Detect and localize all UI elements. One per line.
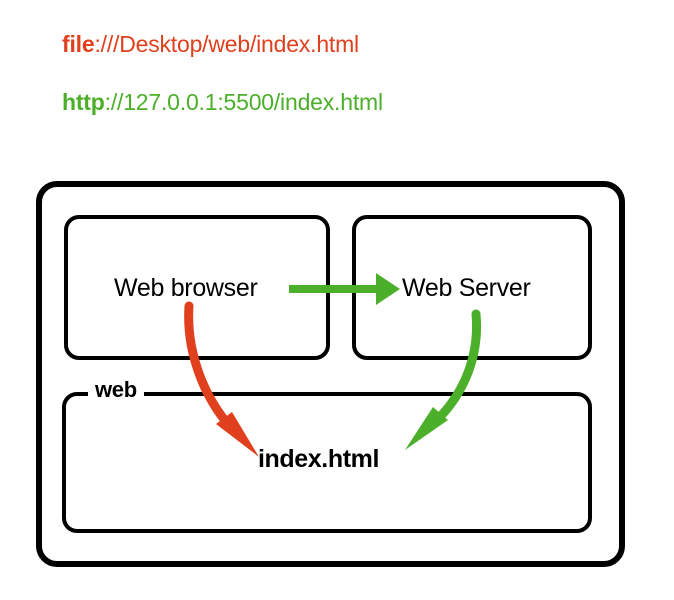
arrow-server-to-index [405, 309, 482, 450]
arrow-browser-to-server [289, 273, 400, 305]
file-url-path: :///Desktop/web/index.html [94, 31, 359, 57]
web-browser-label: Web browser [114, 274, 258, 302]
file-url-text: file:///Desktop/web/index.html [62, 33, 359, 56]
http-url-path: ://127.0.0.1:5500/index.html [104, 89, 383, 115]
web-folder-box [62, 392, 592, 533]
http-url-scheme: http [62, 89, 105, 115]
http-url-text: http://127.0.0.1:5500/index.html [62, 91, 383, 114]
arrow-browser-to-index [184, 301, 259, 457]
web-folder-legend-label: web [88, 379, 144, 401]
outer-container-box [36, 181, 625, 567]
index-html-label: index.html [258, 445, 380, 473]
web-server-label: Web Server [402, 274, 531, 302]
file-url-scheme: file [62, 31, 95, 57]
